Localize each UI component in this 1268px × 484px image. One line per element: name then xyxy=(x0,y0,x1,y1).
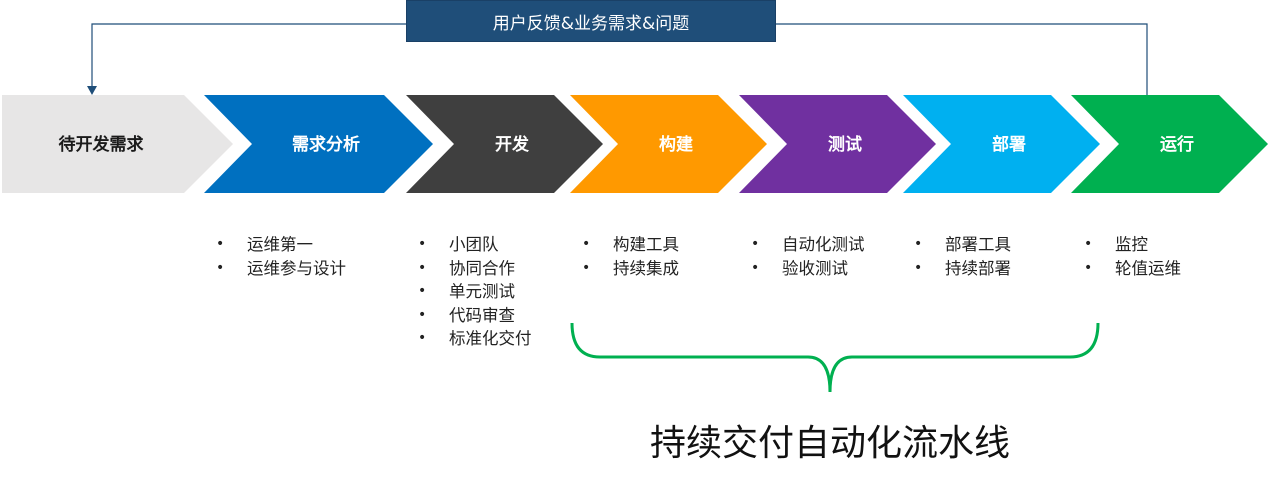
stage-2-bullets: 小团队 协同合作 单元测试 代码审查 标准化交付 xyxy=(418,233,532,351)
stage-label-2: 开发 xyxy=(495,134,530,155)
stage-3-bullet: 构建工具 xyxy=(582,233,679,257)
stage-chevron-2 xyxy=(406,95,603,193)
stage-1-bullet: 运维参与设计 xyxy=(216,257,346,281)
stage-chevrons: 待开发需求 需求分析 开发 构建 测试 部署 运行 xyxy=(2,95,1268,193)
stage-4-bullet: 验收测试 xyxy=(751,257,865,281)
stage-3-bullets: 构建工具 持续集成 xyxy=(582,233,679,280)
stage-chevron-6 xyxy=(1071,95,1268,193)
pipeline-caption: 持续交付自动化流水线 xyxy=(649,423,1010,464)
stage-2-bullet: 代码审查 xyxy=(418,304,532,328)
stage-5-bullets: 部署工具 持续部署 xyxy=(914,233,1011,280)
stage-1-bullet: 运维第一 xyxy=(216,233,346,257)
stage-2-bullet: 小团队 xyxy=(418,233,532,257)
stage-chevron-0 xyxy=(2,95,233,193)
stage-2-bullet: 单元测试 xyxy=(418,280,532,304)
pipeline-brace xyxy=(570,322,1100,393)
stage-chevron-4 xyxy=(739,95,936,193)
stage-4-bullet: 自动化测试 xyxy=(751,233,865,257)
stage-6-bullet: 轮值运维 xyxy=(1084,257,1181,281)
feedback-arrowhead-icon xyxy=(87,86,97,95)
feedback-loop-line xyxy=(776,23,1148,95)
stage-6-bullet: 监控 xyxy=(1084,233,1181,257)
stage-label-3: 构建 xyxy=(659,134,693,155)
stage-6-bullets: 监控 轮值运维 xyxy=(1084,233,1181,280)
stage-chevron-1 xyxy=(204,95,433,193)
stage-3-bullet: 持续集成 xyxy=(582,257,679,281)
stage-5-bullet: 部署工具 xyxy=(914,233,1011,257)
stage-4-bullets: 自动化测试 验收测试 xyxy=(751,233,865,280)
feedback-loop-box: 用户反馈&业务需求&问题 xyxy=(406,0,776,42)
stage-label-4: 测试 xyxy=(828,134,862,155)
stage-label-5: 部署 xyxy=(992,134,1026,155)
feedback-loop-line-left xyxy=(91,23,406,88)
stage-5-bullet: 持续部署 xyxy=(914,257,1011,281)
stage-2-bullet: 标准化交付 xyxy=(418,327,532,351)
stage-1-bullets: 运维第一 运维参与设计 xyxy=(216,233,346,280)
stage-label-6: 运行 xyxy=(1160,134,1194,155)
stage-chevron-3 xyxy=(570,95,767,193)
stage-chevron-5 xyxy=(903,95,1100,193)
stage-2-bullet: 协同合作 xyxy=(418,257,532,281)
feedback-loop-label: 用户反馈&业务需求&问题 xyxy=(492,13,690,34)
stage-label-1: 需求分析 xyxy=(292,134,360,155)
stage-label-0: 待开发需求 xyxy=(59,134,144,155)
